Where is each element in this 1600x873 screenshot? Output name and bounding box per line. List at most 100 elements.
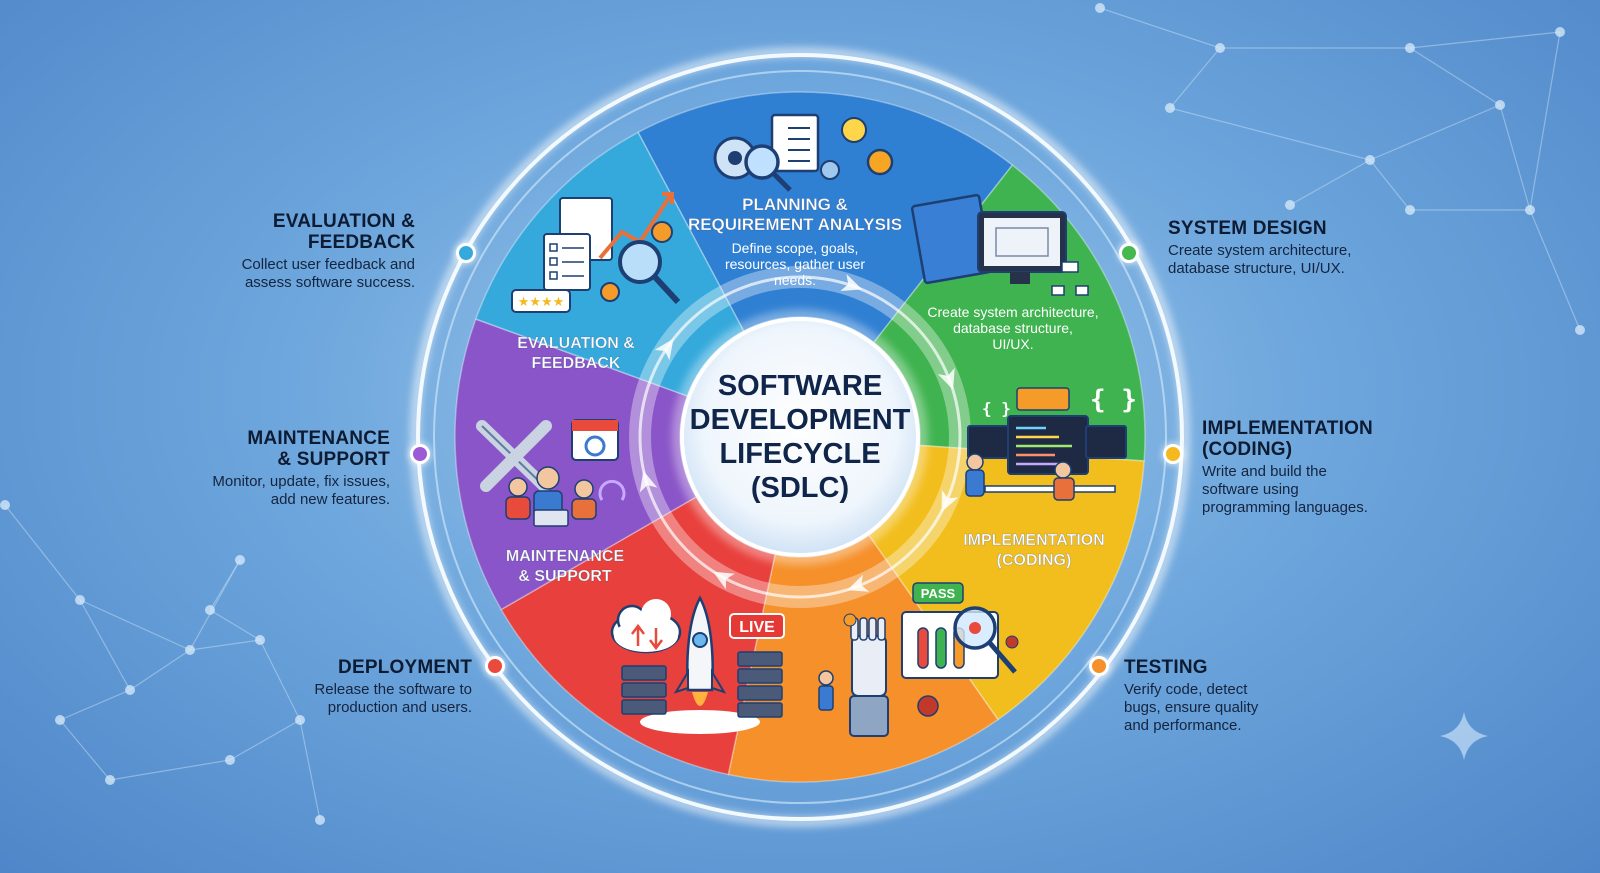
code-bubble-icon xyxy=(1016,387,1070,411)
planning-title: REQUIREMENT ANALYSIS xyxy=(688,215,902,234)
network-line xyxy=(1529,31,1561,211)
evaluation-title: FEEDBACK xyxy=(532,355,621,372)
network-line xyxy=(59,689,131,721)
network-line xyxy=(209,609,261,641)
rating-bubble-icon xyxy=(511,289,571,313)
network-line xyxy=(1369,104,1501,161)
evaluation-marker-dot xyxy=(456,243,476,263)
support-person-body xyxy=(505,496,531,520)
network-node xyxy=(0,500,10,510)
side-monitor-icon xyxy=(1085,425,1127,459)
sparkle-icon xyxy=(1440,712,1488,760)
network-line xyxy=(1169,47,1221,109)
tester-head xyxy=(818,670,834,686)
network-node xyxy=(1165,103,1175,113)
network-node xyxy=(55,715,65,725)
implementation-marker-dot xyxy=(1163,444,1183,464)
network-node xyxy=(1365,155,1375,165)
chart-checklist-magnifier-icon: ★★★★ xyxy=(511,192,681,313)
gear-icon xyxy=(651,221,673,243)
outer-glow-ring xyxy=(410,47,1190,827)
side-design-title: SYSTEM DESIGN xyxy=(1168,218,1327,239)
server-rack-icon xyxy=(737,685,783,701)
hub-title-line: DEVELOPMENT xyxy=(690,404,911,436)
network-line xyxy=(299,719,321,821)
side-design-desc: Create system architecture,database stru… xyxy=(1168,242,1352,277)
laptop-icon xyxy=(533,509,569,527)
developer-head xyxy=(1054,461,1072,479)
magnifier-handle xyxy=(651,273,681,305)
small-gear-icon xyxy=(866,148,894,176)
maintenance-title: MAINTENANCE xyxy=(506,548,625,565)
network-node xyxy=(1285,200,1295,210)
cycle-arrow xyxy=(941,489,959,512)
bug-icon xyxy=(969,622,981,634)
planning-desc: needs. xyxy=(774,272,816,288)
blueprint-monitor-wireframe-icon xyxy=(910,193,1089,296)
hub-title-line: SOFTWARE xyxy=(718,370,882,402)
cycle-arrow xyxy=(654,338,674,361)
network-line xyxy=(1409,47,1501,106)
rocket-cloud-servers-icon: LIVE xyxy=(610,595,785,734)
network-node xyxy=(1405,43,1415,53)
desk xyxy=(984,485,1116,493)
small-gear-icon xyxy=(820,160,840,180)
network-node xyxy=(1555,27,1565,37)
maintenance-marker-dot xyxy=(410,444,430,464)
support-person-head xyxy=(508,477,528,497)
network-line xyxy=(1289,159,1371,206)
developer-body xyxy=(1053,477,1075,501)
hierarchy-node xyxy=(1075,285,1089,296)
planning-desc: resources, gather user xyxy=(725,256,865,272)
network-line xyxy=(259,639,301,721)
sync-arrows-icon xyxy=(631,623,663,651)
network-line xyxy=(129,649,191,691)
network-node xyxy=(1575,325,1585,335)
cycle-ring-line xyxy=(638,275,962,599)
developers-coding-desk-icon: { }{ } xyxy=(965,385,1137,501)
network-line xyxy=(79,599,191,651)
design-desc: UI/UX. xyxy=(992,336,1033,352)
magnifier-icon xyxy=(744,144,780,180)
network-node xyxy=(75,595,85,605)
support-person-head xyxy=(574,479,594,499)
checkbox xyxy=(549,257,558,266)
side-maintenance-desc: Monitor, update, fix issues,add new feat… xyxy=(212,473,390,508)
network-line xyxy=(109,759,231,781)
side-label-design: SYSTEM DESIGN Create system architecture… xyxy=(1168,218,1428,278)
robot-finger xyxy=(877,617,886,641)
side-maintenance-title: MAINTENANCE& SUPPORT xyxy=(247,428,390,470)
rating-stars: ★★★★ xyxy=(518,295,565,310)
network-node xyxy=(225,755,235,765)
network-node xyxy=(235,555,245,565)
checkbox xyxy=(549,271,558,280)
robot-finger xyxy=(868,617,877,641)
side-monitor-icon xyxy=(967,425,1009,459)
developer-head xyxy=(966,453,984,471)
wrench-icon xyxy=(480,420,552,492)
planning-desc: Define scope, goals, xyxy=(732,240,859,256)
network-node xyxy=(1495,100,1505,110)
rocket-window xyxy=(692,632,708,648)
live-badge xyxy=(729,613,785,639)
network-line xyxy=(1099,7,1221,49)
testing-marker-dot xyxy=(1089,656,1109,676)
cycle-arrow xyxy=(639,470,658,493)
inner-outline-ring xyxy=(433,70,1167,804)
cycle-arrow xyxy=(937,367,955,390)
calendar-header xyxy=(572,420,618,431)
wireframe-box xyxy=(995,227,1049,257)
network-node xyxy=(1525,205,1535,215)
hierarchy-node xyxy=(1051,285,1065,296)
checkbox xyxy=(549,243,558,252)
hub-title-line: (SDLC) xyxy=(751,472,849,504)
test-tube-icon xyxy=(935,627,947,669)
robot-test-tubes-bug-magnifier-icon: PASS xyxy=(818,582,1019,737)
gears-clipboard-magnifier-lightbulb-icon xyxy=(713,113,894,192)
network-line xyxy=(4,504,81,601)
network-node xyxy=(185,645,195,655)
